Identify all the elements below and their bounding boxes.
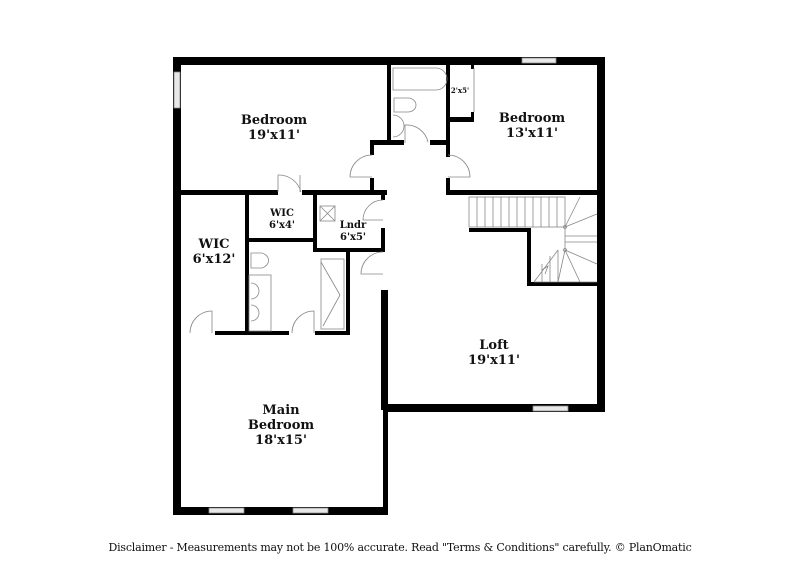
room-name-laundry: Lndr: [340, 220, 367, 231]
room-name-bedroom-1: Bedroom: [241, 113, 308, 128]
room-name-wic-1: WIC: [269, 208, 294, 219]
window-main-1: [208, 507, 245, 514]
room-size-bedroom-1: 19'x11': [248, 128, 300, 143]
fixtures: [248, 67, 598, 332]
toilet: [393, 97, 417, 113]
room-size-wic-1: 6'x4': [269, 220, 295, 231]
doors: [189, 124, 471, 334]
washer: [319, 205, 336, 222]
room-size-loft: 19'x11': [468, 353, 520, 368]
room-name-wic-2: WIC: [197, 237, 229, 252]
room-size-bedroom-2: 13'x11': [506, 126, 558, 141]
room-labels: Bedroom 19'x11' Bedroom 13'x11' 2'x5' WI…: [193, 86, 566, 448]
room-size-wic-2: 6'x12': [193, 252, 236, 267]
staircase: [468, 196, 598, 283]
shower: [320, 258, 345, 330]
disclaimer-text: Disclaimer - Measurements may not be 100…: [108, 541, 692, 554]
window-loft-bottom: [532, 405, 569, 412]
window-main-2: [292, 507, 329, 514]
toilet-main: [250, 252, 269, 269]
room-name-main-bedroom-2: Bedroom: [248, 418, 315, 433]
window-bedroom1-left: [173, 71, 181, 109]
room-name-bedroom-2: Bedroom: [499, 111, 566, 126]
interior-walls: [173, 57, 605, 410]
bathtub: [392, 67, 448, 91]
room-size-closet: 2'x5': [451, 86, 469, 95]
sink: [392, 114, 405, 138]
windows: [173, 57, 569, 514]
room-size-main-bedroom: 18'x15': [255, 433, 307, 448]
room-name-loft: Loft: [479, 338, 508, 353]
room-name-main-bedroom-1: Main: [262, 403, 300, 418]
vanity: [248, 274, 272, 332]
window-bedroom2-top: [521, 57, 557, 64]
room-size-laundry: 6'x5': [340, 232, 366, 243]
